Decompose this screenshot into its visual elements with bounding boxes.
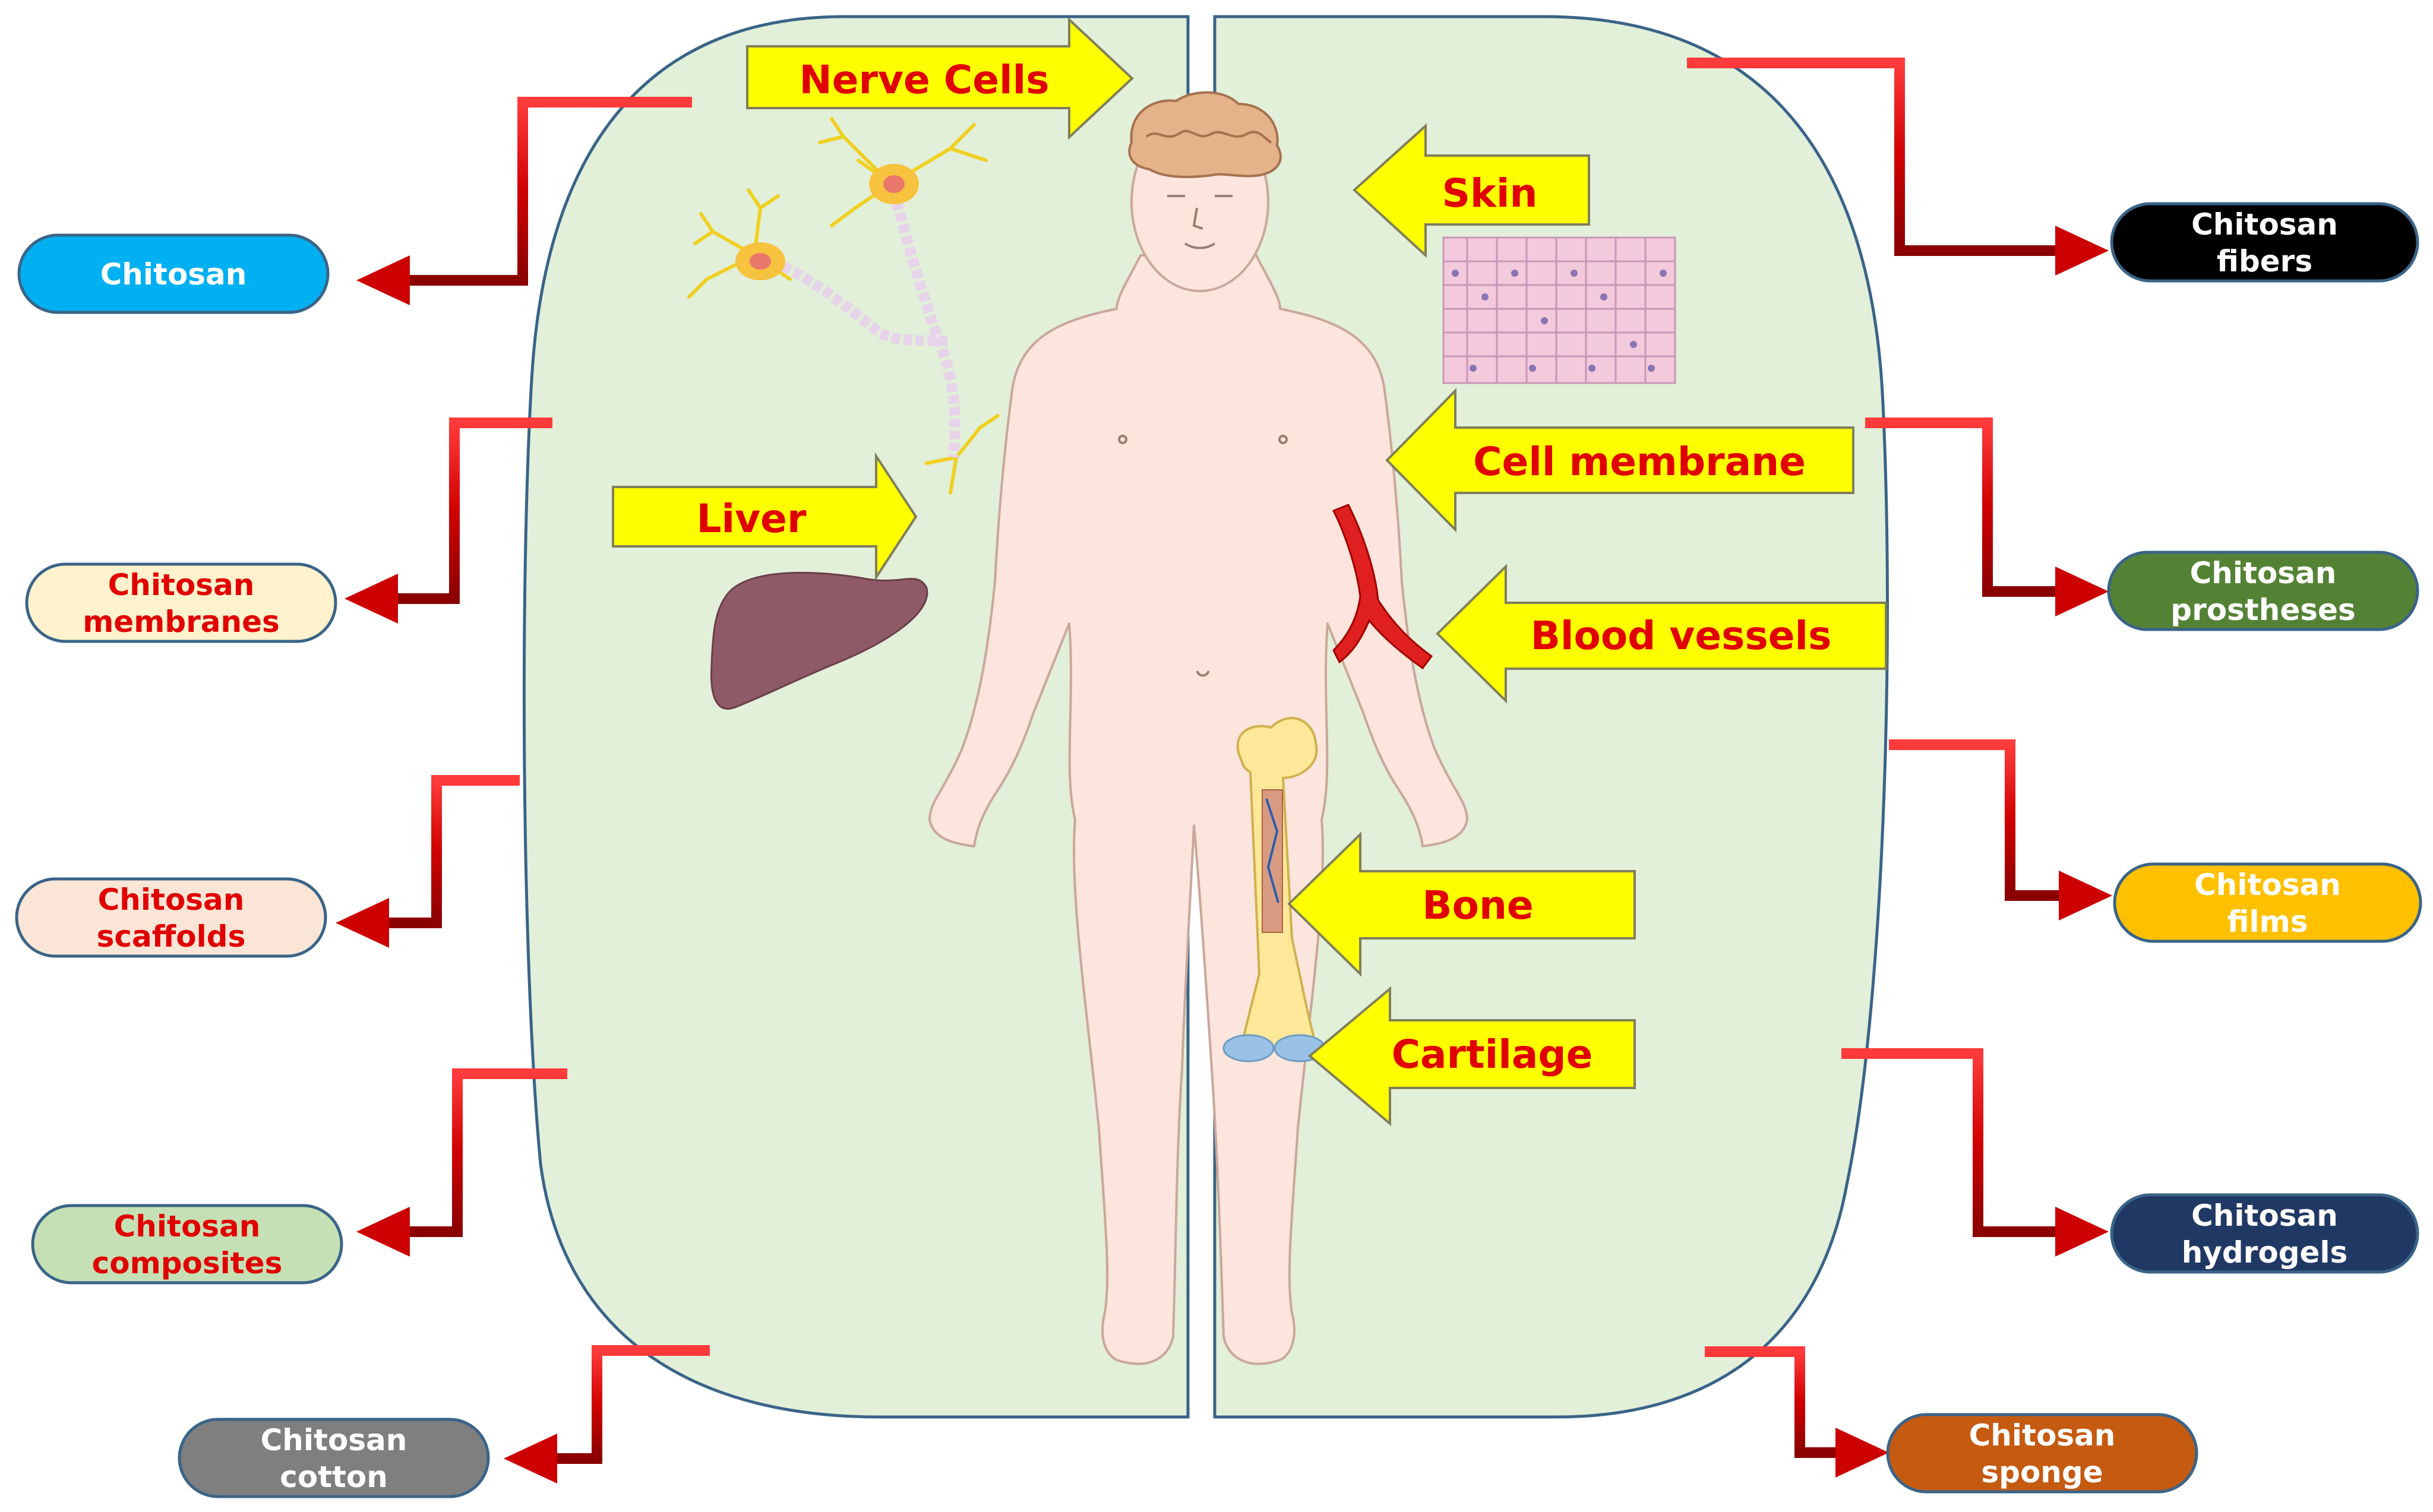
arrowhead-left-4 — [356, 1207, 410, 1257]
left-pills: ChitosanChitosanmembranesChitosanscaffol… — [15, 233, 490, 1498]
pill-background — [178, 1418, 490, 1498]
connector-right-2 — [1865, 417, 2079, 597]
pill-label-line: Chitosan — [98, 882, 245, 917]
arrowhead-right-4 — [2055, 1207, 2109, 1257]
pill-label-line: Chitosan — [108, 568, 255, 602]
connector-left-3 — [368, 775, 520, 928]
connector-left-5 — [535, 1345, 710, 1464]
pill-background — [2107, 551, 2419, 631]
arrowhead-left-5 — [504, 1434, 557, 1483]
pill-label-line: Chitosan — [2194, 868, 2341, 902]
pill-label-line: hydrogels — [2182, 1235, 2348, 1270]
arrowhead-right-1 — [2055, 226, 2109, 276]
callout-cartilage-arrow — [1307, 986, 1636, 1127]
pill-label-line: sponge — [1981, 1455, 2103, 1489]
callout-bone-arrow — [1287, 831, 1636, 977]
pill-label-line: Chitosan — [100, 257, 247, 292]
callout-blood-vessels-label: Blood vessels — [1531, 613, 1832, 659]
connector-left-2 — [374, 417, 552, 604]
pill-background — [25, 562, 337, 643]
pill-left-1: Chitosan — [17, 233, 330, 314]
callout-liver-label: Liver — [696, 496, 806, 542]
callout-skin-arrow — [1353, 123, 1590, 258]
pill-background — [15, 877, 327, 958]
connector-right-3 — [1889, 739, 2085, 901]
connector-right-5 — [1705, 1346, 1859, 1458]
pill-background — [2113, 862, 2422, 943]
connector-left-4 — [386, 1068, 567, 1237]
blood-vessel-icon — [1332, 504, 1433, 670]
callout-cell-membrane-arrow — [1385, 388, 1854, 533]
callout-labels: Nerve Cells Skin Cell membrane Liver Blo… — [696, 57, 1831, 1077]
pill-label-line: Chitosan — [114, 1209, 261, 1244]
callout-cell-membrane-label: Cell membrane — [1473, 439, 1806, 485]
pill-label-line: cotton — [280, 1460, 388, 1494]
skin-tissue-icon — [1442, 236, 1676, 384]
pill-label-line: scaffolds — [97, 919, 246, 954]
pill-label-line: films — [2227, 904, 2308, 939]
pill-background — [31, 1204, 343, 1285]
brain-icon — [1128, 91, 1282, 178]
arrowhead-right-2 — [2055, 567, 2109, 616]
pill-background — [2110, 202, 2419, 283]
pill-background — [2110, 1193, 2419, 1274]
connector-left-1 — [380, 97, 692, 286]
pill-background — [1886, 1413, 2198, 1494]
arrowhead-left-1 — [356, 255, 410, 305]
right-pills: ChitosanfibersChitosanprosthesesChitosan… — [1886, 202, 2422, 1494]
pill-label-line: fibers — [2217, 244, 2312, 279]
connector-right-4 — [1841, 1048, 2079, 1237]
arrowhead-right-5 — [1835, 1428, 1889, 1478]
pill-label-line: prostheses — [2170, 593, 2355, 627]
pill-label-line: Chitosan — [261, 1423, 407, 1457]
pill-label-line: composites — [92, 1246, 283, 1280]
arrowhead-left-3 — [336, 898, 389, 948]
pill-label-line: Chitosan — [1969, 1418, 2116, 1453]
connector-arrowheads — [336, 226, 2112, 1483]
callout-cartilage-label: Cartilage — [1392, 1032, 1593, 1077]
connector-right-1 — [1687, 58, 2055, 256]
pill-label-line: Chitosan — [2190, 556, 2337, 590]
pill-label-line: Chitosan — [2191, 1198, 2338, 1233]
callout-blood-vessels-arrow — [1436, 564, 1887, 704]
pill-label-line: membranes — [83, 605, 280, 639]
neuron-icon — [687, 117, 1000, 495]
callout-bone-label: Bone — [1422, 882, 1533, 928]
callout-liver-arrow — [612, 452, 918, 581]
connectors — [368, 58, 2085, 1464]
callout-skin-label: Skin — [1442, 170, 1537, 216]
callouts — [612, 17, 1887, 1127]
pill-label-line: Chitosan — [2191, 207, 2338, 242]
pill-background — [17, 233, 330, 314]
arrowhead-right-3 — [2059, 871, 2112, 921]
liver-icon — [710, 571, 928, 710]
callout-nerve-cells-label: Nerve Cells — [799, 57, 1049, 103]
arrowhead-left-2 — [345, 574, 398, 624]
callout-nerve-cells-arrow — [746, 17, 1134, 140]
